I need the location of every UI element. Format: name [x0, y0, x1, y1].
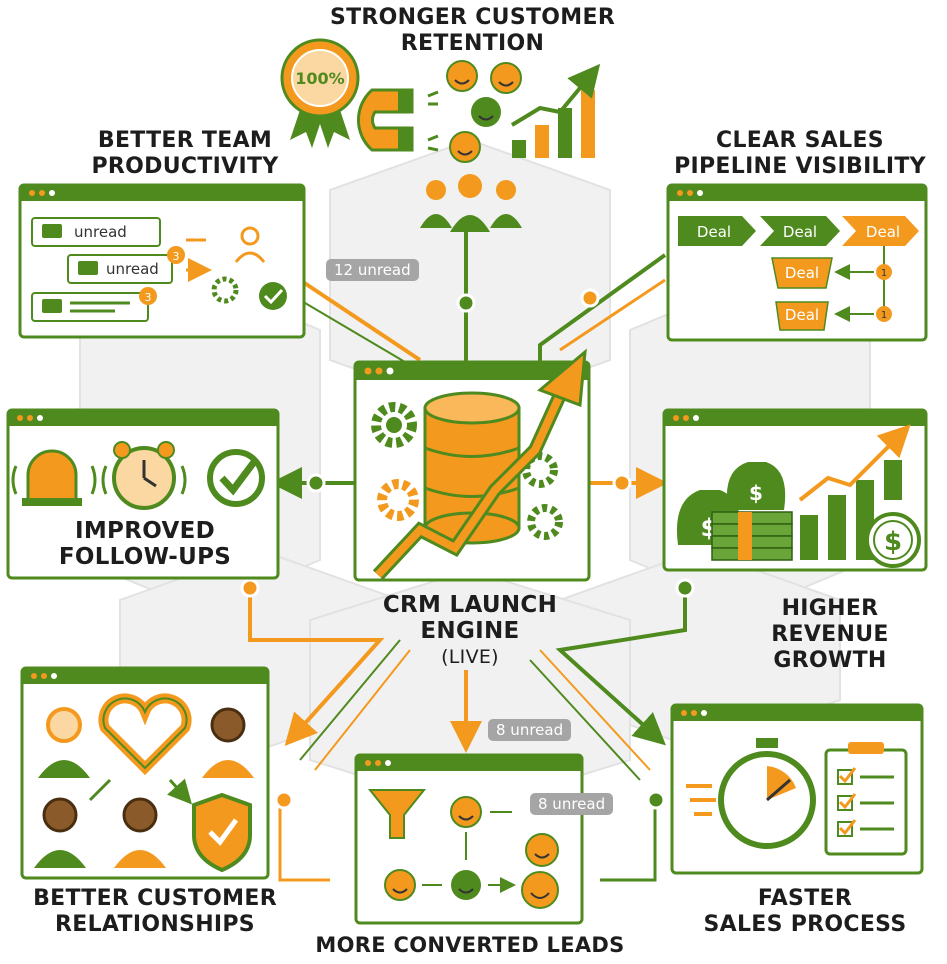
seal-text: 100%	[295, 69, 344, 88]
svg-text:Deal: Deal	[785, 306, 819, 324]
gear-icon	[527, 504, 563, 540]
pipeline-stage-1	[678, 216, 756, 246]
person-icon	[38, 707, 90, 778]
chat-icon	[42, 224, 62, 238]
pipeline-stage-2	[760, 216, 840, 246]
heart-knot-icon	[98, 693, 192, 776]
svg-text:1: 1	[881, 310, 887, 321]
database-icon	[423, 391, 521, 545]
person-icon	[34, 797, 86, 868]
growth-arrow-icon	[372, 348, 587, 580]
team-productivity-panel: unread unread 3 3	[18, 183, 306, 339]
funnel-icon	[367, 789, 427, 839]
message-label-1: unread	[74, 223, 127, 241]
checklist-icon	[824, 742, 908, 856]
growth-chart-icon	[510, 63, 601, 158]
shield-icon	[192, 792, 252, 873]
message-label-2: unread	[106, 260, 159, 278]
count-badge-2: 3	[173, 250, 180, 263]
crm-engine-panel	[353, 348, 591, 582]
live-status: (LIVE)	[441, 646, 499, 668]
svg-text:Deal: Deal	[697, 223, 731, 241]
workflow-icons	[211, 226, 287, 310]
message-card-1: unread	[31, 217, 161, 247]
alarm-clock-icon	[101, 441, 187, 510]
message-card-2: unread 3	[67, 246, 185, 284]
chat-icon	[42, 299, 62, 313]
count-badge-3: 3	[145, 291, 152, 304]
svg-text:Deal: Deal	[866, 223, 900, 241]
faster-sales-panel	[670, 703, 924, 875]
pipeline-funnel-2	[775, 301, 829, 331]
smiley-icons	[384, 796, 559, 909]
benefit-title-converted-leads: MORE CONVERTED LEADS	[315, 933, 625, 957]
chat-icon	[78, 261, 98, 275]
cash-stack-icon	[711, 511, 793, 561]
people-group-icon	[420, 174, 522, 232]
gear-icon	[377, 479, 419, 521]
pipeline-panel: Deal Deal Deal Deal Deal 1 1	[666, 183, 928, 342]
follow-ups-panel	[6, 408, 280, 580]
revenue-panel: $ $ $	[662, 408, 928, 572]
svg-text:$: $	[749, 481, 763, 505]
connector-dots	[240, 288, 695, 810]
message-card-3: 3	[31, 287, 157, 322]
seal-icon: 100%	[280, 38, 360, 148]
retention-illustration: 100%	[280, 38, 601, 232]
relationships-panel	[20, 666, 270, 880]
svg-text:Deal: Deal	[783, 223, 817, 241]
smiley-icons	[446, 60, 522, 163]
unread-badge: 8 unread	[530, 793, 614, 815]
unread-badge: 12 unread	[326, 259, 419, 281]
coin-icon: $	[865, 512, 921, 568]
person-icon	[114, 797, 166, 868]
checkmark-icon	[207, 449, 265, 507]
converted-leads-panel	[354, 753, 584, 925]
gear-icon	[522, 452, 558, 488]
person-icon	[202, 707, 254, 778]
stopwatch-icon	[686, 738, 816, 849]
pipeline-stage-3	[842, 216, 919, 246]
bell-icon	[11, 449, 97, 506]
magnet-icon	[357, 88, 439, 152]
connectors	[248, 230, 687, 882]
svg-text:$: $	[884, 527, 902, 557]
svg-text:Deal: Deal	[785, 264, 819, 282]
pipeline-funnel-1	[771, 257, 833, 289]
gear-icon	[371, 402, 417, 448]
svg-text:1: 1	[881, 268, 887, 279]
unread-badge: 8 unread	[488, 719, 572, 741]
